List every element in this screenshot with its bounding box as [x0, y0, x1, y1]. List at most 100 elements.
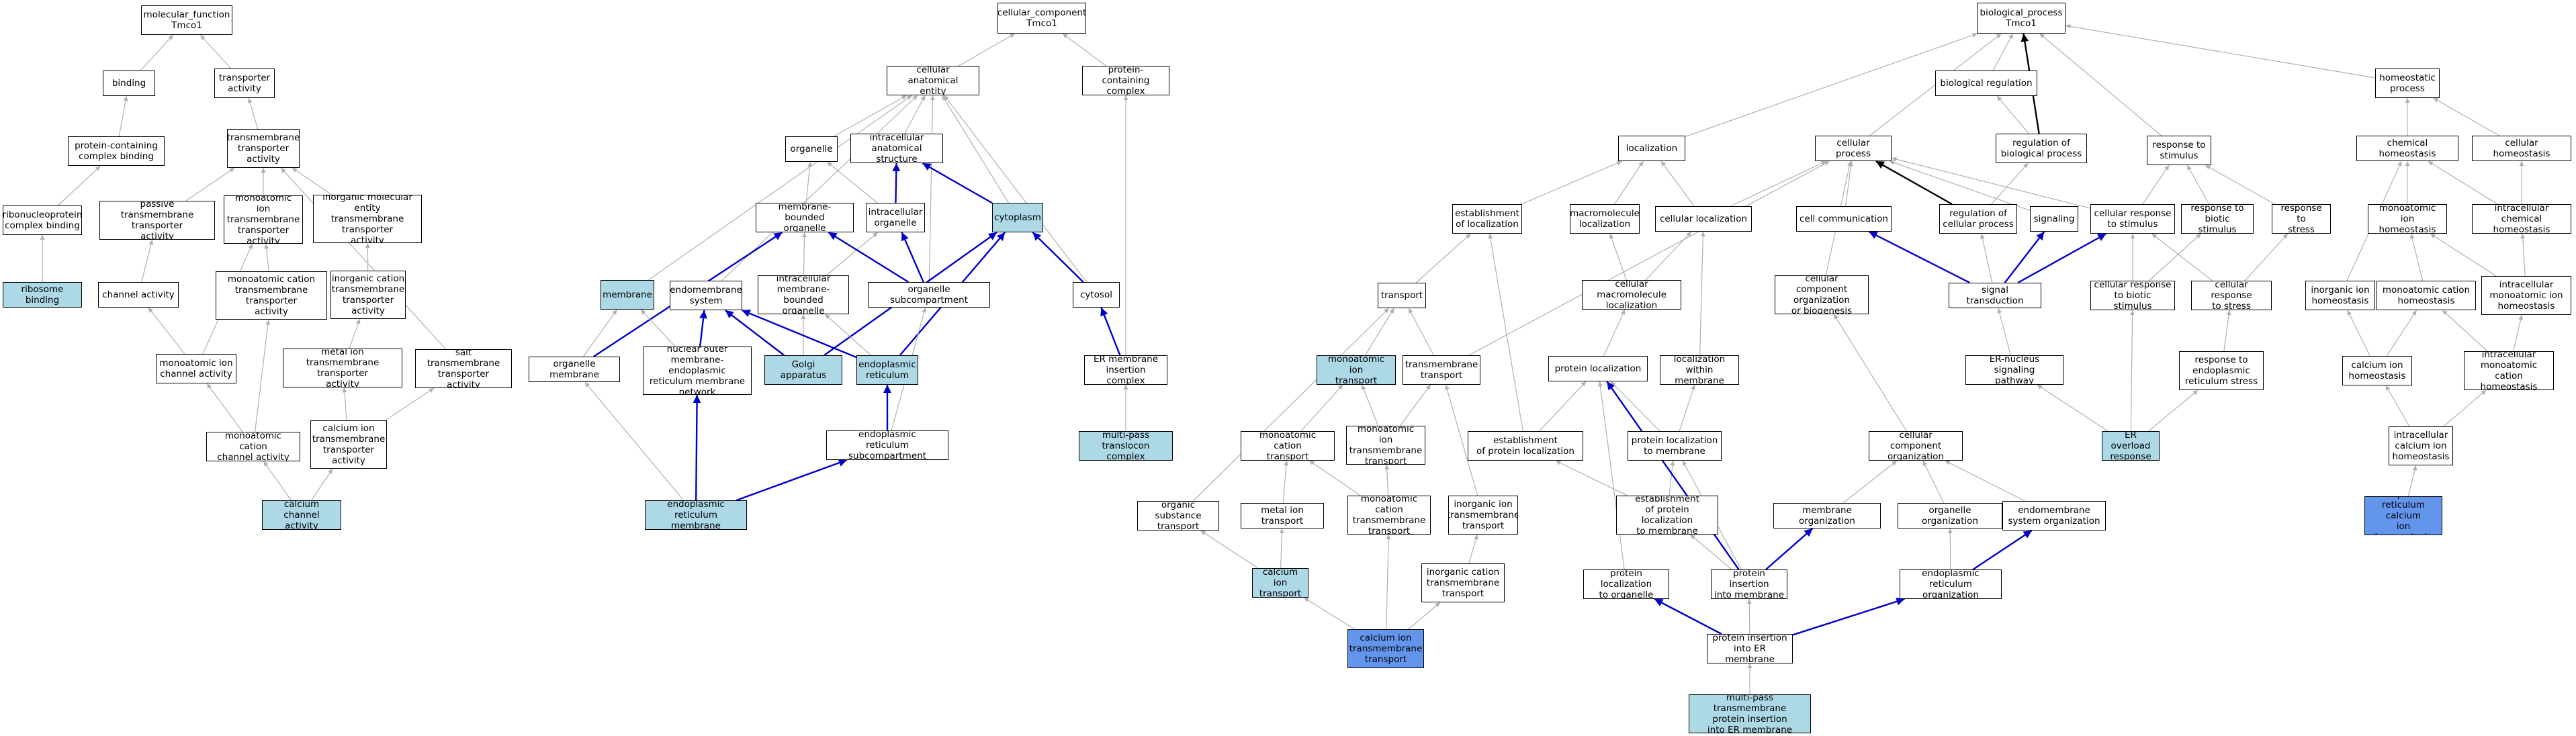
graph-node-er-calcium-homeo[interactable]: endoplasmic reticulum calcium ion homeos…: [2364, 496, 2442, 535]
graph-node-cell-communication[interactable]: cell communication: [1796, 206, 1892, 232]
graph-node-localization[interactable]: localization: [1618, 136, 1685, 161]
graph-node-multipass-translocon[interactable]: multi-pass translocon complex: [1079, 431, 1173, 461]
graph-node-cellular-process[interactable]: cellular process: [1815, 136, 1892, 161]
graph-node-er-overload[interactable]: ER overload response: [2102, 431, 2160, 461]
graph-node-mono-cation-transport[interactable]: monoatomic cation transport: [1241, 431, 1335, 461]
graph-node-bio-regulation[interactable]: biological regulation: [1935, 71, 2037, 96]
graph-node-er-membrane[interactable]: endoplasmic reticulum membrane: [645, 500, 747, 530]
graph-node-inorg-ion-tm-transport[interactable]: inorganic ion transmembrane transport: [1448, 496, 1518, 535]
graph-node-transporter-activity[interactable]: transporter activity: [214, 68, 275, 98]
graph-node-endomembrane-system[interactable]: endomembrane system: [670, 281, 742, 310]
graph-node-inorg-cation-tm[interactable]: inorganic cation transmembrane transport…: [330, 271, 406, 319]
graph-node-golgi[interactable]: Golgi apparatus: [764, 355, 842, 385]
graph-node-reg-cellular-process[interactable]: regulation of cellular process: [1939, 204, 2017, 234]
graph-node-protein-insertion-er[interactable]: protein insertion into ER membrane: [1707, 634, 1793, 663]
graph-node-cell-resp-stimulus[interactable]: cellular response to stimulus: [2090, 204, 2175, 234]
graph-node-transport[interactable]: transport: [1378, 283, 1426, 308]
graph-node-protein-localization[interactable]: protein localization: [1548, 356, 1648, 381]
graph-node-er[interactable]: endoplasmic reticulum: [856, 355, 918, 385]
graph-node-cytosol[interactable]: cytosol: [1073, 282, 1120, 308]
graph-node-estab-protein-loc-membrane[interactable]: establishment of protein localization to…: [1616, 496, 1718, 535]
graph-node-passive-tm[interactable]: passive transmembrane transporter activi…: [99, 201, 215, 240]
graph-node-protein-loc-membrane[interactable]: protein localization to membrane: [1628, 431, 1722, 461]
graph-node-intracell-organelle[interactable]: intracellular organelle: [866, 203, 925, 232]
graph-node-cc-organization[interactable]: cellular component organization: [1869, 431, 1963, 461]
graph-node-protein-loc-organelle[interactable]: protein localization to organelle: [1583, 569, 1669, 599]
graph-node-mf-root[interactable]: molecular_function Tmco1: [141, 5, 232, 35]
graph-node-mono-ion-channel[interactable]: monoatomic ion channel activity: [156, 354, 236, 383]
graph-node-er-insertion-complex[interactable]: ER membrane insertion complex: [1084, 355, 1167, 385]
graph-node-salt-tm[interactable]: salt transmembrane transporter activity: [415, 349, 512, 388]
graph-node-membrane-organization[interactable]: membrane organization: [1773, 503, 1881, 528]
graph-node-cell-macromol-loc[interactable]: cellular macromolecule localization: [1582, 280, 1681, 310]
graph-node-resp-er-stress[interactable]: response to endoplasmic reticulum stress: [2179, 351, 2264, 390]
graph-node-mono-cation-tm-transport[interactable]: monoatomic cation transmembrane transpor…: [1347, 496, 1431, 535]
graph-node-mono-ion-transport[interactable]: monoatomic ion transport: [1317, 355, 1396, 385]
graph-node-cell-resp-stress[interactable]: cellular response to stress: [2191, 281, 2272, 310]
graph-node-cell-homeostasis[interactable]: cellular homeostasis: [2472, 136, 2571, 161]
graph-node-endomembrane-sys-org[interactable]: endomembrane system organization: [2002, 501, 2106, 531]
graph-node-ribosome-binding[interactable]: ribosome binding: [3, 282, 82, 308]
graph-node-signal-transduction[interactable]: signal transduction: [1949, 283, 2041, 308]
graph-node-cellular-localization[interactable]: cellular localization: [1655, 206, 1752, 232]
graph-node-intracell-chem-homeo[interactable]: intracellular chemical homeostasis: [2472, 204, 2571, 234]
graph-node-cytoplasm[interactable]: cytoplasm: [992, 203, 1043, 232]
graph-node-cc-root[interactable]: cellular_component Tmco1: [997, 3, 1086, 34]
graph-node-organelle-membrane[interactable]: organelle membrane: [529, 357, 620, 382]
graph-node-signaling[interactable]: signaling: [2030, 206, 2078, 232]
graph-node-intracell-mono-cation-homeo[interactable]: intracellular monoatomic cation homeosta…: [2464, 351, 2554, 390]
graph-node-protein-insertion-membrane[interactable]: protein insertion into membrane: [1711, 569, 1787, 599]
graph-node-tm-transporter[interactable]: transmembrane transporter activity: [227, 129, 300, 168]
graph-node-nuclear-outer-er[interactable]: nuclear outer membrane-endoplasmic retic…: [643, 347, 752, 395]
graph-node-mono-cation-tm[interactable]: monoatomic cation transmembrane transpor…: [216, 271, 327, 320]
graph-node-mono-ion-tm-transport[interactable]: monoatomic ion transmembrane transport: [1346, 426, 1425, 465]
graph-node-multipass-insertion-er[interactable]: multi-pass transmembrane protein inserti…: [1689, 694, 1811, 733]
graph-node-er-nucleus-signaling[interactable]: ER-nucleus signaling pathway: [1965, 355, 2063, 385]
graph-node-organelle[interactable]: organelle: [785, 136, 838, 162]
graph-node-bp-root[interactable]: biological_process Tmco1: [1977, 3, 2066, 34]
graph-node-monoatomic-ion-tm[interactable]: monoatomic ion transmembrane transporter…: [224, 195, 303, 244]
graph-node-ccob[interactable]: cellular component organization or bioge…: [1775, 275, 1869, 314]
graph-node-cell-resp-biotic[interactable]: cellular response to biotic stimulus: [2090, 281, 2175, 310]
graph-node-metal-ion-transport[interactable]: metal ion transport: [1241, 503, 1324, 528]
graph-node-organelle-subcomp[interactable]: organelle subcompartment: [868, 282, 990, 308]
graph-node-inorg-cation-tm-transport[interactable]: inorganic cation transmembrane transport: [1421, 563, 1505, 602]
graph-node-mono-ion-homeo[interactable]: monoatomic ion homeostasis: [2368, 204, 2447, 234]
graph-node-loc-within-membrane[interactable]: localization within membrane: [1660, 355, 1739, 385]
graph-node-channel-activity[interactable]: channel activity: [98, 282, 179, 308]
graph-node-calcium-ion-tm-act[interactable]: calcium ion transmembrane transporter ac…: [310, 420, 387, 469]
graph-node-intracell-mb-org[interactable]: intracellular membrane-bounded organelle: [758, 275, 849, 314]
graph-node-homeostatic-process[interactable]: homeostatic process: [2375, 68, 2440, 98]
graph-node-intracell-mono-ion-homeo[interactable]: intracellular monoatomic ion homeostasis: [2481, 276, 2571, 315]
graph-node-macromol-localization[interactable]: macromolecule localization: [1570, 204, 1640, 234]
graph-node-calcium-channel[interactable]: calcium channel activity: [262, 500, 341, 530]
graph-node-cell-anat-entity[interactable]: cellular anatomical entity: [887, 66, 979, 95]
graph-node-organic-subst-transport[interactable]: organic substance transport: [1137, 501, 1219, 531]
graph-node-calcium-ion-tm-transport[interactable]: calcium ion transmembrane transport: [1347, 629, 1424, 668]
graph-node-resp-stress[interactable]: response to stress: [2272, 204, 2331, 234]
graph-node-reg-bio-process[interactable]: regulation of biological process: [1996, 134, 2087, 163]
graph-node-tm-transport[interactable]: transmembrane transport: [1403, 355, 1480, 385]
graph-node-response-stimulus[interactable]: response to stimulus: [2147, 136, 2211, 165]
graph-node-intracell-anat[interactable]: intracellular anatomical structure: [850, 134, 943, 163]
graph-node-er-organization[interactable]: endoplasmic reticulum organization: [1900, 569, 2002, 599]
graph-node-estab-protein-loc[interactable]: establishment of protein localization: [1468, 431, 1583, 461]
graph-node-resp-biotic[interactable]: response to biotic stimulus: [2181, 204, 2254, 234]
graph-node-estab-localization[interactable]: establishment of localization: [1452, 204, 1522, 234]
graph-node-organelle-organization[interactable]: organelle organization: [1898, 503, 2002, 528]
graph-node-chem-homeostasis[interactable]: chemical homeostasis: [2356, 136, 2458, 161]
graph-node-pc-complex[interactable]: protein-containing complex: [1082, 66, 1169, 95]
graph-node-metal-ion-tm[interactable]: metal ion transmembrane transporter acti…: [283, 349, 402, 387]
graph-node-mono-cation-homeo[interactable]: monoatomic cation homeostasis: [2377, 281, 2476, 310]
graph-node-intracell-calcium-homeo[interactable]: intracellular calcium ion homeostasis: [2389, 426, 2453, 465]
graph-node-mono-cation-channel[interactable]: monoatomic cation channel activity: [206, 432, 300, 461]
graph-node-er-subcomp[interactable]: endoplasmic reticulum subcompartment: [826, 430, 948, 460]
graph-node-pc-complex-binding[interactable]: protein-containing complex binding: [68, 136, 165, 166]
graph-node-membrane[interactable]: membrane: [601, 280, 654, 310]
graph-node-calcium-ion-transport[interactable]: calcium ion transport: [1252, 568, 1308, 598]
graph-node-membrane-bounded-org[interactable]: membrane-bounded organelle: [756, 203, 854, 232]
graph-node-rnp-binding[interactable]: ribonucleoprotein complex binding: [3, 205, 82, 235]
graph-node-binding[interactable]: binding: [103, 71, 155, 96]
graph-node-inorg-mol-tm[interactable]: inorganic molecular entity transmembrane…: [313, 195, 422, 243]
graph-node-calcium-ion-homeo[interactable]: calcium ion homeostasis: [2342, 356, 2412, 385]
